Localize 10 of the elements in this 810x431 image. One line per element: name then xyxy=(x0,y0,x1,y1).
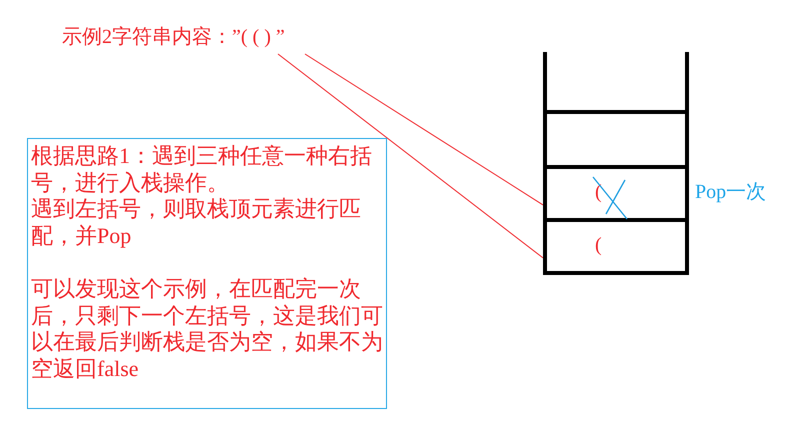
leader-line xyxy=(278,54,544,258)
leader-line xyxy=(304,54,544,206)
paragraph: 遇到左括号，则取栈顶元素进行匹配，并Pop xyxy=(31,196,362,250)
note-box xyxy=(27,138,387,409)
parenthesis: ( xyxy=(595,181,602,204)
parenthesis: ( xyxy=(595,234,602,257)
annotation: Pop一次 xyxy=(695,180,766,205)
paragraph: 根据思路1：遇到三种任意一种右括号，进行入栈操作。 xyxy=(31,143,373,196)
paragraph: 可以发现这个示例，在匹配完一次后，只剩下一个左括号，这是我们可以在最后判断栈是否为空，如果不为空返回false xyxy=(31,276,384,382)
title: 示例2字符串内容：”( ( ) ” xyxy=(62,20,285,54)
